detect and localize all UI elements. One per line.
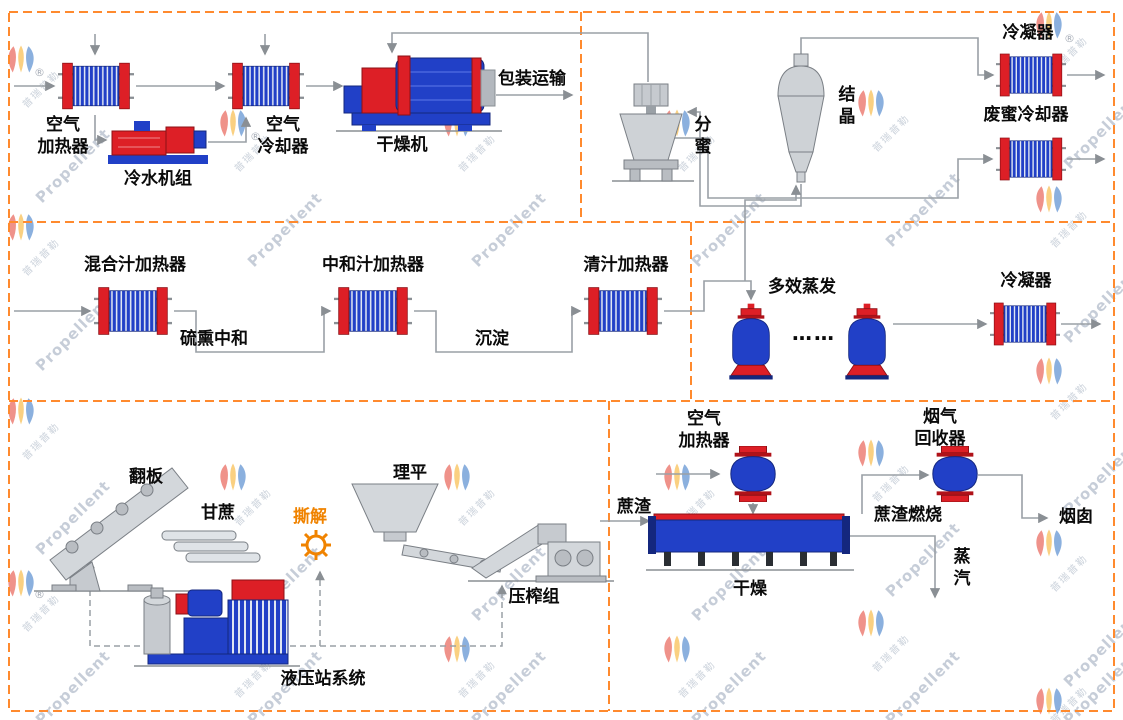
chiller-unit-icon [108, 121, 208, 164]
hydraulic-station-icon [134, 579, 300, 667]
leveler-hopper-icon [351, 483, 503, 573]
bagasse-dryer-burner-icon [646, 513, 854, 571]
evaporator-2-icon [844, 303, 890, 380]
hydraulic-dashed-lines [85, 558, 507, 647]
evaporator-1-icon [728, 303, 774, 380]
sugarcane-icon [161, 530, 261, 563]
brand-logo-icon [1036, 529, 1062, 557]
section-borders [8, 11, 1115, 712]
crystallizer-icon [777, 53, 825, 183]
press-group-icon [468, 523, 614, 583]
brand-logo-icon [664, 635, 690, 663]
flow-lines [14, 32, 1106, 599]
mixed-juice-heater-icon [94, 287, 172, 335]
neutral-juice-heater-icon [334, 287, 412, 335]
cane-flip-table-icon [34, 467, 204, 592]
air-heater-vessel-icon [730, 446, 776, 502]
shredder-icon [301, 530, 331, 560]
waste-molasses-cooler-icon [996, 137, 1066, 181]
brand-logo-icon [858, 89, 884, 117]
condenser-mid-icon [990, 302, 1060, 346]
air-cooler-exchanger-icon [228, 62, 304, 110]
brand-logo-icon [220, 463, 246, 491]
brand-logo-icon [8, 213, 34, 241]
brand-logo-icon [1036, 185, 1062, 213]
brand-logo-icon [8, 569, 34, 597]
brand-logo-icon [858, 609, 884, 637]
flue-gas-recovery-vessel-icon [932, 446, 978, 502]
brand-logo-icon [1036, 11, 1062, 39]
brand-logo-icon [1036, 357, 1062, 385]
centrifugal-separator-icon [612, 83, 694, 182]
brand-logo-icon [664, 463, 690, 491]
brand-logo-icon [444, 463, 470, 491]
clear-juice-heater-icon [584, 287, 662, 335]
brand-logo-icon [858, 439, 884, 467]
air-heater-exchanger-icon [58, 62, 134, 110]
brand-logo-icon [220, 109, 246, 137]
dryer-machine-icon [336, 55, 502, 132]
brand-logo-icon [444, 635, 470, 663]
brand-logo-icon [8, 45, 34, 73]
condenser-top-icon [996, 53, 1066, 97]
